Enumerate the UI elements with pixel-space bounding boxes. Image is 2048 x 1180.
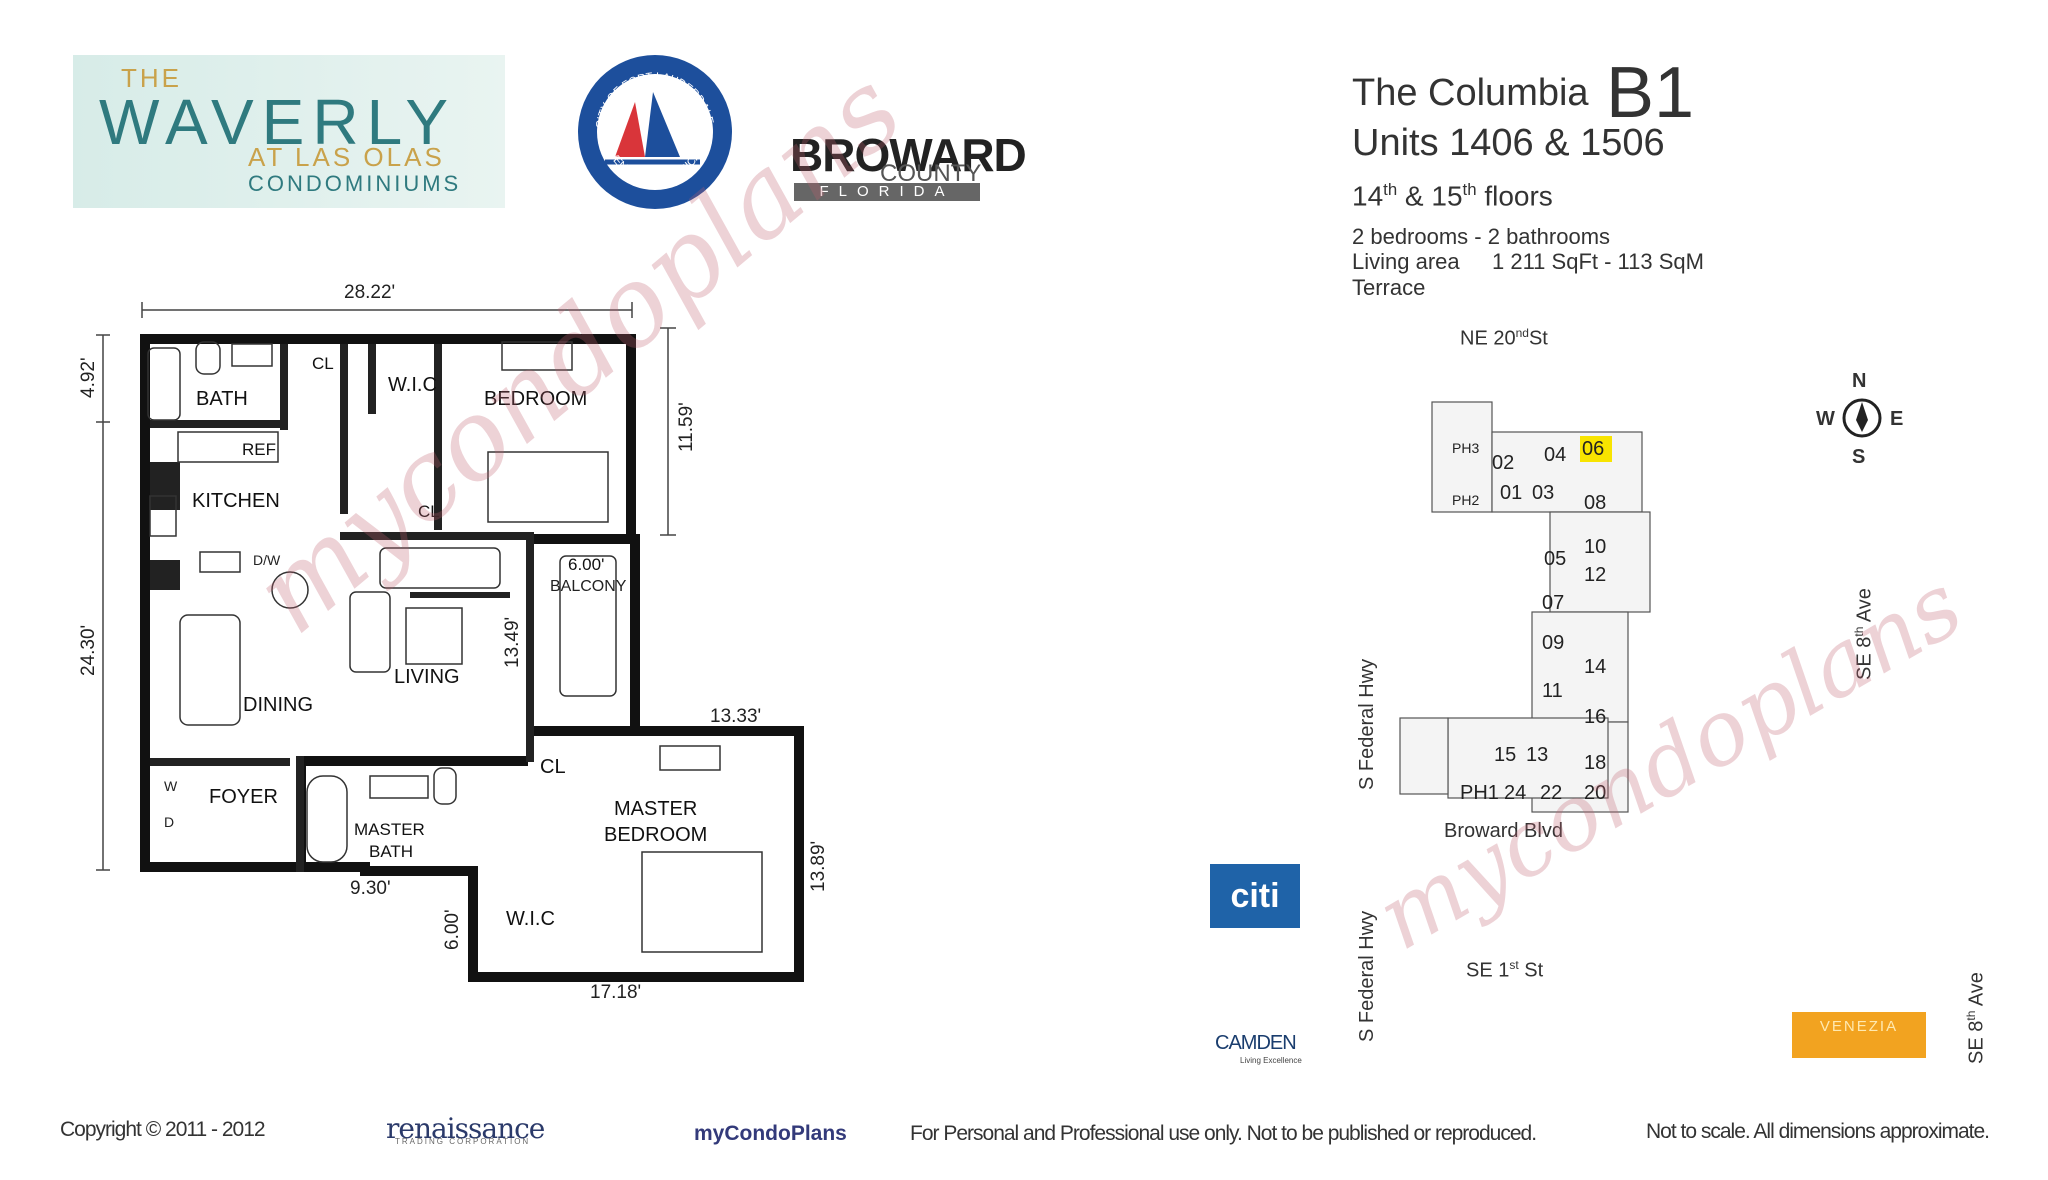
- fixtures: [147, 341, 763, 953]
- room-master-bath-2: BATH: [369, 842, 414, 861]
- unit-11: 11: [1542, 680, 1563, 702]
- broward-state: FLORIDA: [794, 183, 980, 201]
- waverly-the: THE: [121, 63, 182, 93]
- waverly-condo: CONDOMINIUMS: [248, 171, 462, 196]
- unit-09: 09: [1542, 632, 1565, 654]
- room-master-bedroom-2: BEDROOM: [604, 824, 708, 846]
- footer-scale: Not to scale. All dimensions approximate…: [1646, 1120, 1990, 1143]
- unit-06: 06: [1582, 438, 1605, 461]
- street-se1: SE 1st St: [1466, 958, 1544, 982]
- dryer-label: D: [164, 814, 175, 830]
- unit-02: 02: [1492, 452, 1515, 474]
- room-master-bath-1: MASTER: [354, 820, 425, 839]
- waverly-logo: THE WAVERLY AT LAS OLAS CONDOMINIUMS: [73, 55, 505, 208]
- room-ref: REF: [242, 440, 276, 459]
- living-area-value: 1 211 SqFt - 113 SqM: [1492, 249, 1704, 274]
- camden-tagline: Living Excellence: [1240, 1056, 1302, 1065]
- unit-ph1: PH1: [1460, 782, 1499, 804]
- unit-01: 01: [1500, 482, 1523, 504]
- compass-w: W: [1816, 408, 1835, 430]
- unit-18: 18: [1584, 752, 1607, 774]
- compass-s: S: [1852, 446, 1866, 468]
- room-bedroom: BEDROOM: [484, 388, 588, 410]
- dim-master-height: 13.89': [808, 840, 829, 892]
- room-foyer: FOYER: [209, 786, 278, 808]
- street-south: Broward Blvd: [1444, 820, 1563, 842]
- unit-ph2: PH2: [1452, 492, 1480, 508]
- unit-numbers: Units 1406 & 1506: [1352, 122, 1665, 164]
- key-plan-outline: [1399, 401, 1651, 813]
- unit-14: 14: [1584, 656, 1607, 678]
- footer-usage: For Personal and Professional use only. …: [910, 1122, 1537, 1145]
- dimension-lines: [96, 302, 676, 871]
- unit-10: 10: [1584, 536, 1607, 558]
- unit-24: 24: [1504, 782, 1527, 804]
- footer-copyright: Copyright © 2011 - 2012: [60, 1118, 266, 1141]
- street-north: NE 20ndSt: [1460, 326, 1548, 350]
- unit-15: 15: [1494, 744, 1517, 766]
- interior-walls: [150, 344, 534, 872]
- unit-type: B1: [1606, 53, 1695, 133]
- unit-20: 20: [1584, 782, 1607, 804]
- beds-baths: 2 bedrooms - 2 bathrooms: [1352, 224, 1611, 249]
- room-cl-2: CL: [418, 502, 440, 521]
- unit-12: 12: [1584, 564, 1607, 586]
- compass-n: N: [1852, 370, 1867, 392]
- compass-icon: [1842, 398, 1882, 438]
- washer-label: W: [164, 778, 178, 794]
- building-name: The Columbia: [1352, 72, 1589, 114]
- dim-master-width-bottom: 17.18': [590, 982, 642, 1003]
- unit-08: 08: [1584, 492, 1607, 514]
- dim-top-width: 28.22': [344, 282, 396, 303]
- broward-county: COUNTY: [880, 160, 982, 187]
- dim-bedroom-height: 11.59': [676, 402, 697, 452]
- street-west-1: S Federal Hwy: [1356, 658, 1378, 790]
- venezia-logo: VENEZIA: [1792, 1012, 1926, 1058]
- room-wic-2: W.I.C: [506, 908, 555, 930]
- camden-logo: CAMDEN: [1215, 1032, 1297, 1054]
- renaissance-logo: renaissance: [386, 1112, 545, 1145]
- dim-left-top: 4.92': [78, 357, 99, 398]
- room-bath: BATH: [196, 388, 248, 410]
- unit-07: 07: [1542, 592, 1565, 614]
- compass-e: E: [1890, 408, 1904, 430]
- dim-living-height: 13.49': [502, 616, 523, 668]
- dim-master-bath-width: 9.30': [350, 878, 391, 899]
- unit-04: 04: [1544, 444, 1567, 466]
- broward-name: BROWARD: [790, 129, 1027, 181]
- unit-05: 05: [1544, 548, 1567, 570]
- citi-logo: citi: [1210, 864, 1300, 928]
- mycondoplans-logo: myCondoPlans: [694, 1122, 847, 1145]
- balcony-dim: 6.00': [568, 555, 605, 574]
- exterior-walls: [140, 334, 804, 982]
- unit-16: 16: [1584, 706, 1607, 728]
- unit-13: 13: [1526, 744, 1549, 766]
- room-kitchen: KITCHEN: [192, 490, 280, 512]
- room-living: LIVING: [394, 666, 460, 688]
- renaissance-subtitle: TRADING CORPORATION: [395, 1137, 531, 1146]
- city-seal-logo: CITY OF FORT LAUDERDALE VENICE OF AMERIC…: [578, 55, 732, 209]
- living-area-label: Living area: [1352, 249, 1460, 274]
- waverly-at: AT LAS OLAS: [248, 142, 445, 172]
- room-dining: DINING: [243, 694, 313, 716]
- unit-22: 22: [1540, 782, 1563, 804]
- floors-label: 14th & 15th floors: [1352, 180, 1553, 212]
- dim-wic-height: 6.00': [442, 909, 463, 950]
- room-dw: D/W: [253, 552, 281, 568]
- waverly-name: WAVERLY: [99, 86, 457, 158]
- room-balcony: BALCONY: [550, 578, 627, 595]
- terrace-label: Terrace: [1352, 275, 1426, 300]
- room-cl-3: CL: [540, 756, 566, 778]
- room-wic-1: W.I.C: [388, 374, 437, 396]
- street-west-2: S Federal Hwy: [1356, 910, 1378, 1042]
- unit-03: 03: [1532, 482, 1555, 504]
- dim-left-main: 24.30': [78, 624, 99, 676]
- street-east-2: SE 8th Ave: [1964, 972, 1988, 1064]
- room-cl-1: CL: [312, 354, 334, 373]
- room-master-bedroom-1: MASTER: [614, 798, 698, 820]
- dim-master-width-top: 13.33': [710, 706, 762, 727]
- unit-ph3: PH3: [1452, 440, 1480, 456]
